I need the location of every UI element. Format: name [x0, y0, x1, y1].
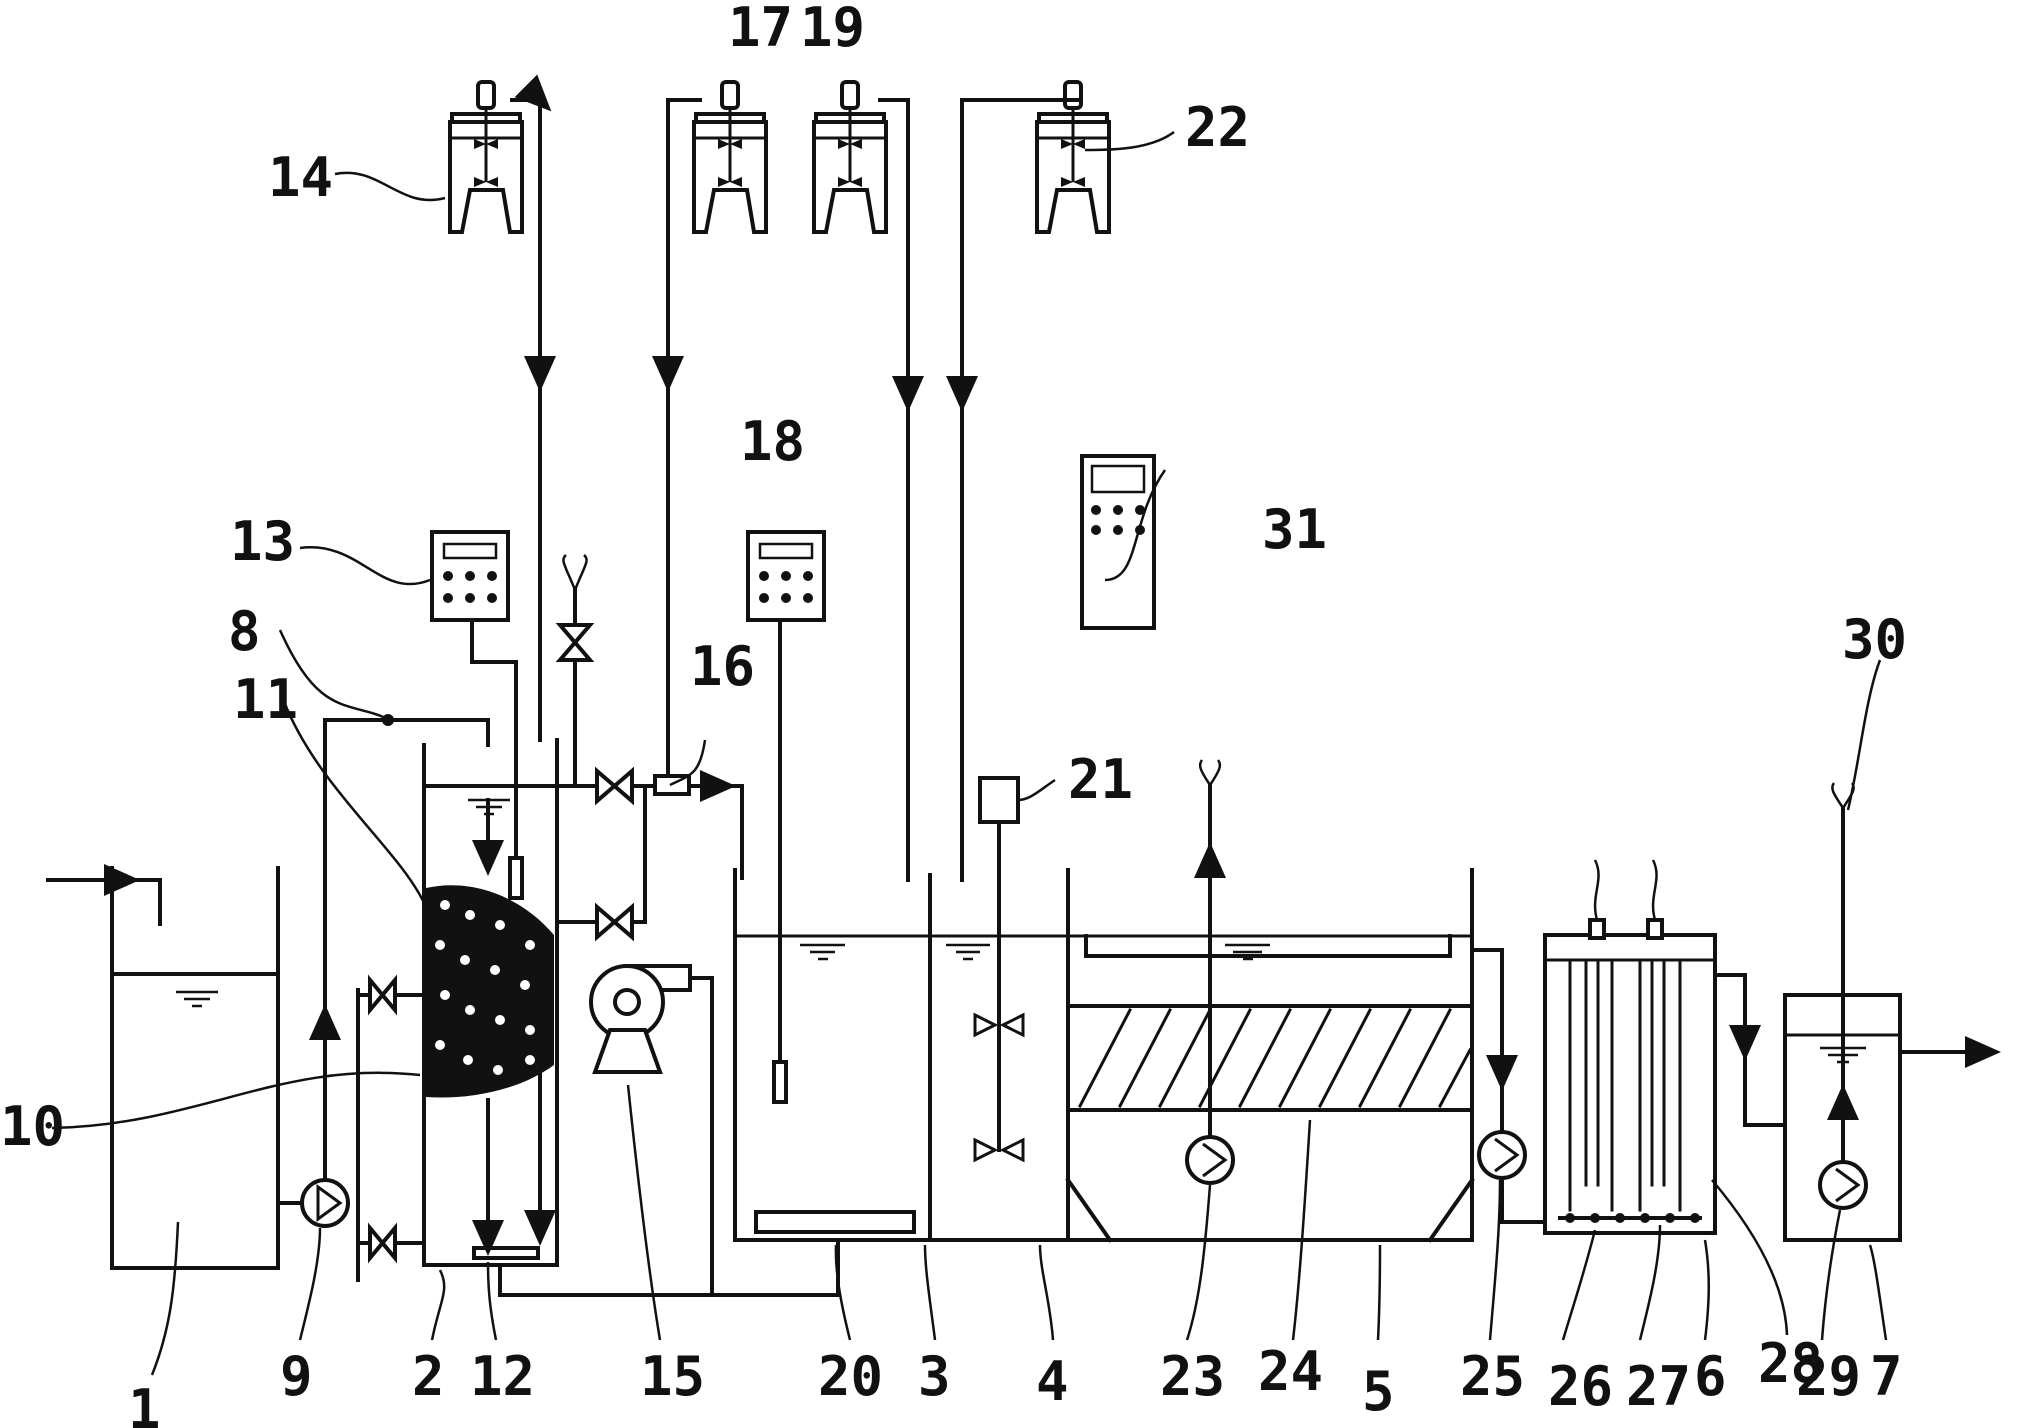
controller-18 [746, 530, 826, 1104]
dosing-impeller [474, 177, 498, 187]
leader-lines [51, 130, 1888, 1376]
tank-3-4-5 [733, 759, 1518, 1243]
label-6: 6 [1694, 1345, 1727, 1408]
label-28: 28 [1758, 1332, 1823, 1395]
label-13: 13 [230, 510, 295, 573]
label-2: 2 [412, 1345, 445, 1408]
label-11: 11 [233, 668, 298, 731]
effluent-tank-7 [1783, 782, 2001, 1242]
dosing-motor [720, 80, 740, 110]
dosing-tank-19 [812, 80, 888, 234]
dosing-impeller [838, 177, 862, 187]
label-5: 5 [1362, 1360, 1395, 1423]
dosing-tank-17 [692, 80, 768, 234]
label-19: 19 [800, 0, 865, 59]
dosing-impeller [718, 177, 742, 187]
dosing-impeller [1061, 177, 1085, 187]
label-4: 4 [1036, 1350, 1069, 1413]
label-17: 17 [728, 0, 793, 59]
label-31: 31 [1262, 498, 1327, 561]
label-3: 3 [918, 1345, 951, 1408]
label-25: 25 [1460, 1345, 1525, 1408]
label-10: 10 [0, 1095, 65, 1158]
label-14: 14 [268, 146, 333, 209]
label-24: 24 [1258, 1340, 1323, 1403]
part-labels: 14 17 19 22 18 31 13 8 11 16 21 30 10 28… [0, 0, 1907, 1428]
electrochemical-cell-6 [1543, 859, 1787, 1235]
label-23: 23 [1160, 1345, 1225, 1408]
label-7: 7 [1870, 1345, 1903, 1408]
blower-15 [498, 964, 840, 1297]
label-26: 26 [1548, 1355, 1613, 1418]
label-27: 27 [1626, 1355, 1691, 1418]
label-30: 30 [1842, 608, 1907, 671]
label-21: 21 [1068, 748, 1133, 811]
controller-13 [430, 530, 510, 622]
pump-9 [276, 714, 490, 1228]
column-valves [555, 554, 744, 942]
label-22: 22 [1185, 96, 1250, 159]
dosing-motor [476, 80, 496, 110]
dosing-pipes [510, 74, 1080, 882]
control-panel-31 [1080, 454, 1156, 630]
label-8: 8 [228, 600, 261, 663]
dosing-tank-14 [448, 80, 524, 234]
dosing-tank-22 [1035, 80, 1111, 234]
label-16: 16 [690, 635, 755, 698]
label-1: 1 [128, 1378, 161, 1428]
dosing-impeller [838, 139, 862, 149]
bypass-valves [356, 974, 426, 1282]
dosing-impeller [474, 139, 498, 149]
label-18: 18 [740, 410, 805, 473]
label-29: 29 [1796, 1345, 1861, 1408]
label-20: 20 [818, 1345, 883, 1408]
pump-25 [1477, 1130, 1547, 1224]
label-15: 15 [640, 1345, 705, 1408]
label-9: 9 [280, 1345, 313, 1408]
raw-water-tank-1 [46, 864, 280, 1270]
dosing-motor [840, 80, 860, 110]
dosing-impeller [1061, 139, 1085, 149]
dosing-motor [1063, 80, 1083, 110]
label-12: 12 [470, 1345, 535, 1408]
dosing-impeller [718, 139, 742, 149]
electro-reactor-2 [422, 618, 647, 1267]
